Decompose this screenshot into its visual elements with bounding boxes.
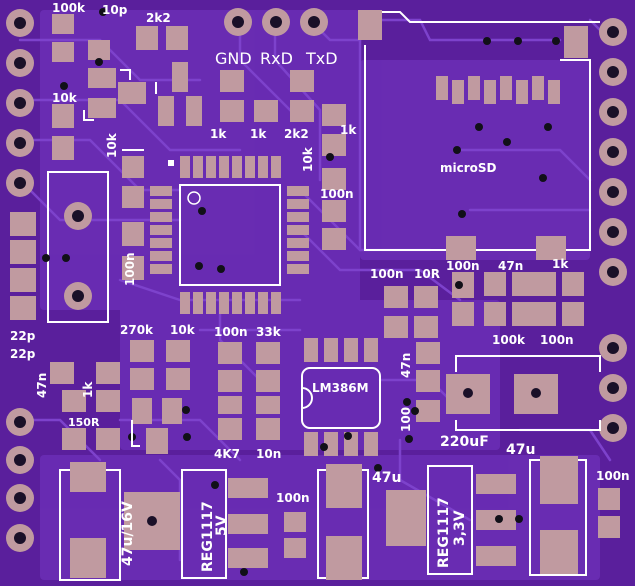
label-10k: 10k — [52, 91, 78, 105]
label-1k-d: 1k — [552, 257, 569, 271]
label-47u-b: 47u — [372, 470, 401, 486]
label-txd: TxD — [305, 49, 338, 68]
right-header-top — [599, 18, 627, 286]
label-150r: 150R — [68, 416, 100, 429]
label-3v3: 3,3V — [452, 510, 468, 546]
label-10k-v2: 10k — [301, 146, 315, 172]
label-10k-v: 10k — [105, 132, 119, 158]
label-2k2: 2k2 — [146, 11, 171, 25]
label-10p: 10p — [102, 3, 128, 17]
vias — [42, 8, 560, 576]
microsd-socket — [364, 11, 600, 251]
capacitor-220uf — [446, 355, 601, 431]
label-47u-a: 47u — [506, 442, 535, 458]
microsd-pads — [358, 10, 588, 260]
mcu-chip — [168, 160, 281, 286]
label-47n-c: 47n — [399, 353, 413, 378]
label-100n-f: 100n — [276, 491, 310, 505]
label-47u16v: 47u/16V — [120, 501, 136, 566]
left-header-bottom — [6, 408, 34, 552]
label-gnd: GND — [215, 49, 252, 68]
label-100n-a: 100n — [320, 187, 354, 201]
label-10k-b: 10k — [170, 323, 196, 337]
label-5v: 5V — [214, 515, 230, 536]
label-100k: 100k — [52, 1, 86, 15]
mcu-pads — [150, 156, 309, 314]
label-100n-v: 100n — [123, 252, 137, 286]
label-220uf: 220uF — [440, 434, 489, 450]
label-lm386m: LM386M — [312, 381, 369, 395]
label-22p-b: 22p — [10, 347, 36, 361]
label-10r: 10R — [414, 267, 440, 281]
lm386-chip — [301, 367, 381, 429]
label-100: 100 — [399, 407, 413, 432]
label-2k2-b: 2k2 — [284, 127, 309, 141]
label-1k-c: 1k — [340, 123, 357, 137]
serial-header — [224, 8, 328, 36]
label-1k-b: 1k — [250, 127, 267, 141]
label-100n-e: 100n — [214, 325, 248, 339]
bottom-power-section — [59, 456, 587, 581]
label-reg1117-33v: REG1117 — [436, 497, 452, 568]
label-rxd: RxD — [260, 49, 293, 68]
label-1k-e: 1k — [81, 381, 95, 398]
label-reg1117-5v: REG1117 — [200, 501, 216, 572]
label-100n-d: 100n — [540, 333, 574, 347]
label-microsd: microSD — [440, 161, 497, 175]
label-4k7: 4K7 — [214, 447, 240, 461]
label-100n-b: 100n — [370, 267, 404, 281]
label-100n-c: 100n — [446, 259, 480, 273]
lm386-pads — [304, 338, 378, 456]
silkscreen-marks — [83, 69, 157, 447]
crystal — [47, 171, 109, 323]
label-47n-a: 47n — [498, 259, 523, 273]
serial-labels: GND RxD TxD — [215, 49, 338, 68]
label-10n: 10n — [256, 447, 281, 461]
label-100k-b: 100k — [492, 333, 526, 347]
label-270k: 270k — [120, 323, 154, 337]
label-1k-a: 1k — [210, 127, 227, 141]
silkscreen-labels: 100k 10p 2k2 10k 1k 1k 2k2 1k 10k 100n 1… — [10, 1, 630, 572]
smd-pads — [10, 14, 620, 558]
label-47n-b: 47n — [35, 373, 49, 398]
label-100n-g: 100n — [596, 469, 630, 483]
label-33k: 33k — [256, 325, 282, 339]
left-header-top — [6, 9, 34, 197]
label-22p-a: 22p — [10, 329, 36, 343]
right-header-bottom — [599, 334, 627, 442]
